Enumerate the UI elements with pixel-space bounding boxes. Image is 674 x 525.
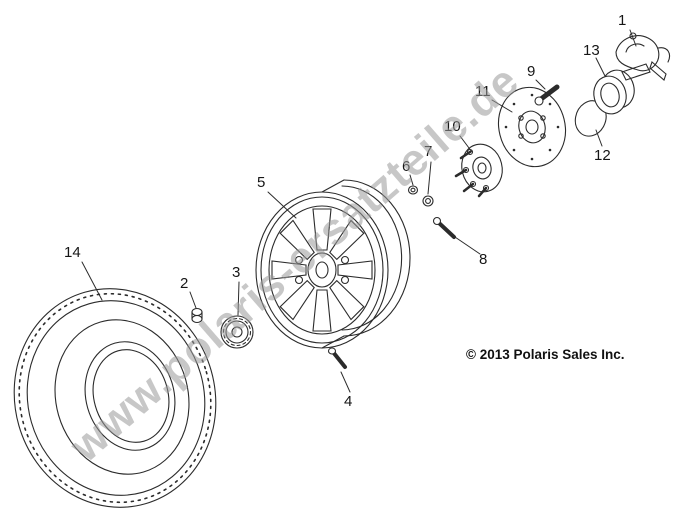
- wheel: [255, 179, 411, 349]
- hub: [454, 143, 503, 198]
- brake-disc: [497, 86, 567, 168]
- callout-14: 14: [64, 244, 81, 261]
- leader-lines: [81, 29, 637, 393]
- callout-1: 1: [618, 12, 627, 29]
- bolt-upper: [534, 84, 560, 106]
- callout-9: 9: [527, 63, 536, 80]
- callout-3: 3: [232, 264, 241, 281]
- callout-13: 13: [583, 42, 600, 59]
- valve-stem: [327, 347, 347, 369]
- callout-2: 2: [180, 275, 189, 292]
- tire: [13, 288, 217, 508]
- nut: [422, 195, 434, 207]
- callout-12: 12: [594, 147, 611, 164]
- brake-caliper: [615, 32, 671, 81]
- callout-10: 10: [444, 118, 461, 135]
- callout-5: 5: [257, 174, 266, 191]
- center-cap: [220, 315, 254, 349]
- bolt-lower: [432, 216, 456, 239]
- callout-4: 4: [344, 393, 353, 410]
- lug-nut: [191, 307, 203, 324]
- bearing: [593, 69, 635, 115]
- callout-8: 8: [479, 251, 488, 268]
- snap-ring: [574, 100, 607, 137]
- callout-11: 11: [475, 83, 491, 100]
- callout-6: 6: [402, 158, 411, 175]
- callout-7: 7: [424, 143, 433, 160]
- copyright-text: © 2013 Polaris Sales Inc.: [466, 347, 625, 362]
- washer: [407, 185, 419, 195]
